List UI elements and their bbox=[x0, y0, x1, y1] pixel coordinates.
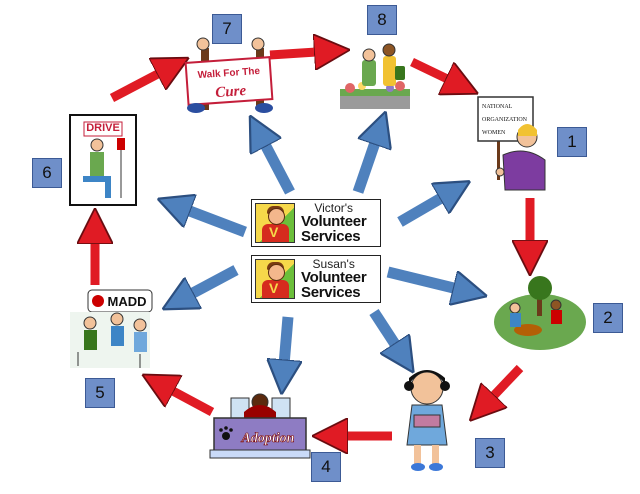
scene-now-sign: NATIONAL ORGANIZATION WOMEN bbox=[477, 96, 546, 191]
step-badge-6: 6 bbox=[32, 158, 62, 188]
step-badge-5: 5 bbox=[85, 378, 115, 408]
step-badge-3: 3 bbox=[475, 438, 505, 468]
step-badge-1: 1 bbox=[557, 127, 587, 157]
banner-line-1: Walk For The bbox=[197, 66, 260, 81]
hub-arrow-1 bbox=[397, 190, 455, 227]
logo-title-line-1: Volunteer bbox=[301, 269, 367, 286]
hub-arrow-8 bbox=[352, 128, 380, 194]
cycle-arrows bbox=[95, 51, 530, 436]
scene-walk-for-the-cure: Walk For The Cure bbox=[184, 37, 274, 113]
scene-madd: MADD bbox=[70, 289, 153, 368]
drive-sign: DRIVE bbox=[86, 122, 120, 134]
logo-title-line-1: Volunteer bbox=[301, 213, 367, 230]
logo-owner-name: Susan's bbox=[312, 257, 355, 271]
sign-line-1: NATIONAL bbox=[482, 104, 513, 110]
hub-arrow-3 bbox=[369, 308, 404, 358]
logo-title-line-2: Services bbox=[301, 228, 361, 245]
scene-student bbox=[404, 370, 450, 471]
susans-volunteer-services-logo: V Susan's Volunteer Services bbox=[251, 255, 381, 303]
scene-gardening bbox=[340, 43, 410, 109]
hub-arrow-2 bbox=[386, 266, 470, 292]
volunteer-mascot-icon: V bbox=[255, 203, 295, 243]
scene-adoption: Adoption bbox=[209, 393, 311, 459]
scene-blood-drive: DRIVE bbox=[69, 114, 137, 206]
step-badge-8: 8 bbox=[367, 5, 397, 35]
sign-line-3: WOMEN bbox=[482, 130, 506, 136]
arrow-2-to-3 bbox=[482, 364, 524, 408]
victors-volunteer-services-logo: V Victor's Volunteer Services bbox=[251, 199, 381, 247]
sign-line-2: ORGANIZATION bbox=[482, 117, 528, 123]
arrow-6-to-7 bbox=[109, 66, 173, 102]
step-badge-2: 2 bbox=[593, 303, 623, 333]
arrow-7-to-8 bbox=[269, 51, 332, 55]
madd-sign: MADD bbox=[108, 294, 147, 309]
hub-arrow-4 bbox=[283, 316, 288, 377]
arrow-8-to-1 bbox=[410, 57, 462, 86]
hub-arrow-5 bbox=[178, 265, 239, 301]
step-badge-7: 7 bbox=[212, 14, 242, 44]
hub-arrow-6 bbox=[174, 205, 247, 238]
volunteer-mascot-icon: V bbox=[255, 259, 295, 299]
step-badge-4: 4 bbox=[311, 452, 341, 482]
banner-line-2: Cure bbox=[215, 83, 247, 101]
logo-owner-name: Victor's bbox=[314, 201, 354, 215]
arrow-4-to-5 bbox=[158, 383, 215, 416]
adoption-banner: Adoption bbox=[241, 431, 295, 446]
logo-title-line-2: Services bbox=[301, 284, 361, 301]
hub-arrow-7 bbox=[258, 131, 295, 195]
hub-arrows bbox=[174, 128, 470, 377]
scene-planting bbox=[494, 276, 586, 350]
